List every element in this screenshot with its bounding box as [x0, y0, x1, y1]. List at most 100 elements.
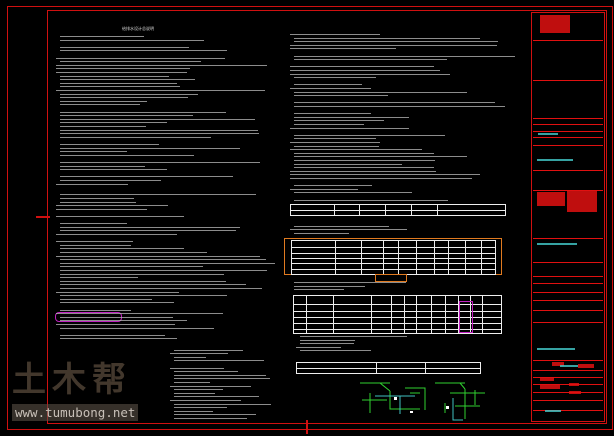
note-line	[294, 167, 435, 169]
note-line	[294, 55, 516, 57]
note-line	[60, 180, 162, 181]
note-line	[294, 225, 389, 227]
title-block-divider	[533, 145, 603, 146]
title-block-divider	[533, 238, 603, 239]
title-block-field	[537, 243, 577, 245]
note-line	[174, 374, 267, 376]
note-line	[294, 152, 434, 154]
note-line	[56, 234, 178, 235]
title-block-stamp	[540, 385, 560, 389]
note-line	[56, 291, 179, 293]
title-block-divider	[533, 276, 603, 277]
equipment-table-1	[290, 204, 506, 216]
title-block-divider	[533, 322, 603, 323]
note-line	[60, 61, 202, 63]
title-block-divider	[533, 410, 603, 411]
note-line	[294, 124, 364, 125]
title-block-divider	[533, 170, 603, 171]
note-line	[294, 77, 377, 79]
note-line	[60, 165, 146, 167]
note-line	[60, 133, 259, 135]
center-mark-left	[36, 216, 50, 218]
note-line	[60, 262, 275, 264]
note-line	[294, 185, 372, 187]
note-line	[290, 170, 436, 172]
title-block-divider	[533, 283, 603, 284]
note-line	[174, 418, 247, 419]
note-line	[60, 223, 128, 225]
note-line	[174, 356, 207, 358]
title-block-divider	[533, 80, 603, 81]
note-line	[60, 129, 259, 131]
note-line	[174, 389, 224, 391]
title-block-divider	[533, 40, 603, 41]
drawing-title: 给排水设计总说明	[122, 26, 154, 31]
note-line	[60, 316, 174, 318]
watermark: 土木帮 www.tumubong.net	[12, 360, 162, 424]
title-block-divider	[533, 262, 603, 263]
note-line	[290, 178, 473, 179]
note-line	[60, 266, 203, 268]
note-line	[60, 154, 194, 156]
note-line	[294, 84, 363, 86]
note-line	[300, 339, 355, 341]
title-block-divider	[533, 384, 603, 385]
note-line	[290, 149, 423, 151]
title-block-divider	[533, 124, 603, 125]
title-block-field	[537, 348, 575, 350]
note-line	[56, 216, 185, 217]
note-line	[56, 241, 133, 243]
note-line	[60, 176, 234, 178]
note-line	[290, 66, 434, 68]
note-line	[290, 73, 450, 75]
note-line	[60, 100, 147, 102]
title-block	[531, 12, 605, 422]
note-line	[60, 284, 247, 286]
highlight-box-magenta	[459, 301, 473, 333]
note-line	[294, 192, 412, 194]
note-line	[170, 400, 241, 401]
note-line	[60, 75, 170, 77]
note-line	[294, 120, 385, 122]
watermark-url: www.tumubong.net	[12, 404, 139, 421]
pipe-table	[296, 362, 481, 374]
note-line	[60, 111, 226, 113]
note-line	[294, 37, 481, 39]
equipment-table-3	[293, 295, 502, 334]
note-line	[170, 385, 251, 387]
equipment-table-2	[291, 240, 496, 275]
note-line	[60, 252, 208, 253]
note-line	[294, 163, 402, 165]
note-line	[60, 198, 134, 199]
note-line	[174, 410, 213, 412]
note-line	[290, 88, 372, 89]
note-line	[60, 46, 190, 48]
note-line	[60, 115, 194, 117]
note-line	[60, 295, 228, 297]
note-line	[60, 36, 144, 37]
note-line	[290, 188, 358, 190]
note-line	[294, 102, 496, 104]
note-line	[56, 324, 175, 325]
title-block-divider	[533, 392, 603, 393]
note-line	[174, 396, 260, 398]
note-line	[294, 59, 447, 61]
title-block-stamp	[578, 364, 594, 368]
note-line	[300, 336, 407, 337]
note-line	[60, 244, 131, 246]
note-line	[60, 280, 227, 282]
note-line	[294, 199, 449, 201]
note-line	[60, 259, 266, 261]
center-mark-bottom	[306, 420, 308, 434]
note-line	[60, 169, 167, 171]
note-line	[60, 334, 165, 336]
note-line	[294, 145, 380, 147]
note-line	[60, 327, 214, 329]
note-line	[290, 48, 396, 50]
note-line	[296, 346, 342, 348]
note-line	[60, 201, 136, 203]
outer-frame	[7, 6, 613, 430]
note-line	[60, 162, 261, 163]
note-line	[56, 64, 267, 66]
